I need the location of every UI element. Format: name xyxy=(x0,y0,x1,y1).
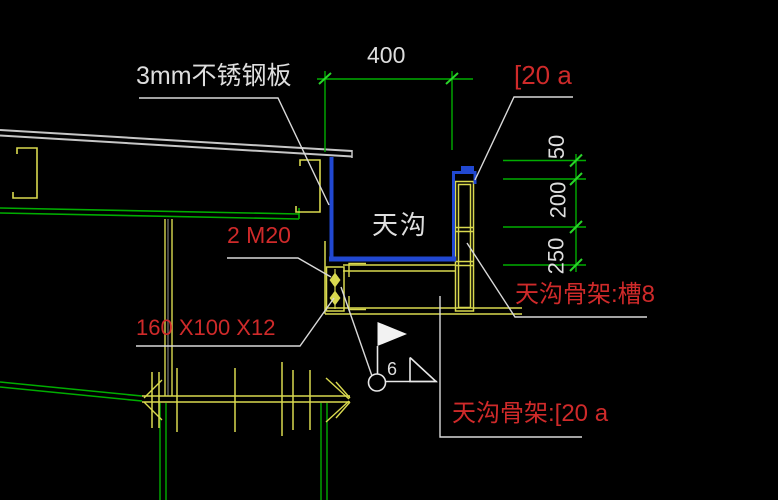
leader-lines xyxy=(136,96,647,438)
right-channel-20a xyxy=(454,180,475,312)
channel-top-label: [20 a xyxy=(514,60,572,90)
angle-label: 160 X100 X12 xyxy=(136,315,276,340)
frame-20a-label: 天沟骨架:[20 a xyxy=(452,400,609,427)
beam-gussets xyxy=(143,377,351,423)
dim-400-label: 400 xyxy=(367,42,406,68)
right-dim-lines xyxy=(503,153,586,272)
gutter-liner-blue xyxy=(329,157,477,262)
frame-channel8-label: 天沟骨架:槽8 xyxy=(515,281,656,308)
lower-sloped-member xyxy=(0,381,143,402)
gutter-frame-chords xyxy=(324,241,522,315)
gutter-label: 天沟 xyxy=(372,210,429,240)
purlin-left xyxy=(12,147,38,199)
bolts-label: 2 M20 xyxy=(227,222,291,248)
roof-plate xyxy=(0,129,353,158)
upper-column xyxy=(164,219,173,396)
purlin-right xyxy=(295,159,321,213)
weld-size-label: 6 xyxy=(387,359,398,379)
dim-250-label: 250 xyxy=(543,237,569,275)
plate-label: 3mm不锈钢板 xyxy=(136,62,292,90)
anchor-bolts xyxy=(329,269,341,309)
flag-symbol xyxy=(377,322,407,346)
eave-beam xyxy=(0,207,300,220)
bolt-plate xyxy=(325,266,345,312)
dim-400-lines xyxy=(317,71,473,152)
beam-stiffeners xyxy=(151,362,311,436)
columns-below-beam xyxy=(159,403,328,500)
bottom-beam xyxy=(142,395,350,403)
dim-50-label: 50 xyxy=(544,134,570,160)
weld-symbol xyxy=(367,322,439,392)
dim-200-label: 200 xyxy=(545,181,571,219)
